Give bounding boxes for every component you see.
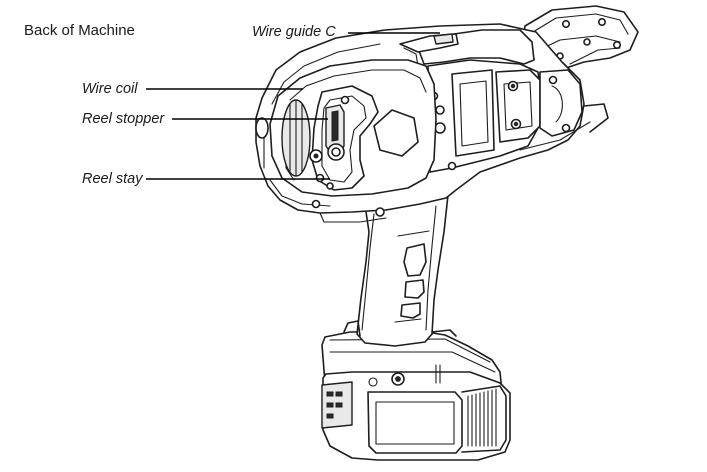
battery-grip-ribs: [467, 388, 497, 447]
battery-pack: [321, 330, 511, 461]
reel-stopper: [309, 104, 345, 163]
battery-indicator-lights: [321, 381, 353, 429]
diagram-title: Back of Machine: [24, 22, 135, 39]
wire-guide-c: [399, 33, 459, 67]
callout-leaders: [146, 32, 440, 180]
handle: [343, 194, 457, 347]
label-wire-coil: Wire coil: [82, 81, 138, 97]
label-reel-stopper: Reel stopper: [82, 111, 165, 127]
trigger: [400, 243, 427, 319]
label-wire-guide-c: Wire guide C: [252, 24, 336, 40]
label-reel-stay: Reel stay: [82, 171, 143, 187]
reel-hub-hexagon: [373, 109, 419, 157]
